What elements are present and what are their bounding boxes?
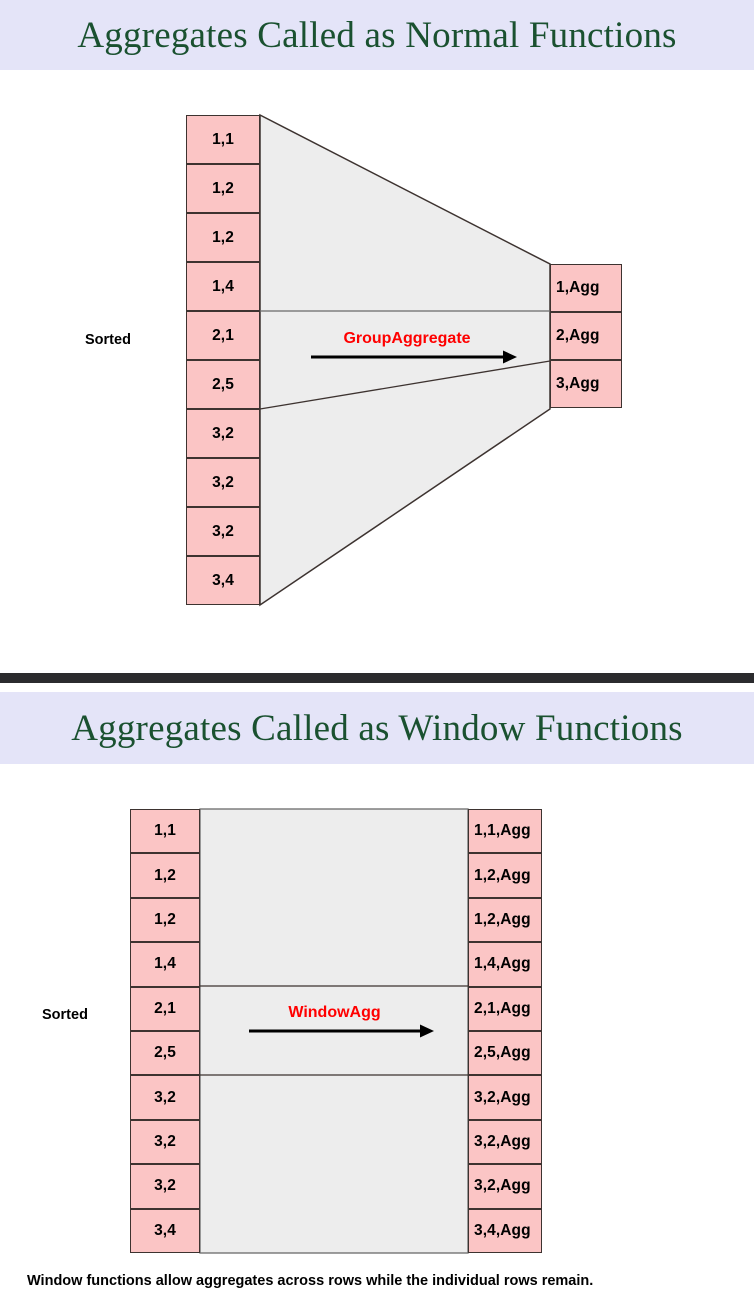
input-row-cell[interactable]: 1,1 [186, 115, 260, 164]
output-row-cell[interactable]: 2,Agg [550, 312, 622, 360]
output-row-cell[interactable]: 3,2,Agg [468, 1164, 542, 1209]
input-row-cell[interactable]: 3,4 [186, 556, 260, 605]
output-row-cell[interactable]: 1,1,Agg [468, 809, 542, 854]
input-row-cell[interactable]: 3,2 [186, 409, 260, 458]
output-row-cell[interactable]: 1,4,Agg [468, 942, 542, 987]
input-row-cell[interactable]: 1,4 [186, 262, 260, 311]
section-title-band-group: Aggregates Called as Normal Functions [0, 0, 754, 70]
operation-label-window: WindowAgg [288, 1004, 381, 1021]
funnel-shape [259, 113, 551, 607]
output-row-cell[interactable]: 2,5,Agg [468, 1031, 542, 1076]
input-row-cell[interactable]: 3,2 [130, 1075, 200, 1120]
output-row-cell[interactable]: 1,2,Agg [468, 853, 542, 898]
group-aggregate-arrow [311, 350, 517, 364]
output-row-cell[interactable]: 3,2,Agg [468, 1075, 542, 1120]
input-row-cell[interactable]: 1,2 [186, 213, 260, 262]
input-row-cell[interactable]: 1,2 [130, 853, 200, 898]
input-row-cell[interactable]: 2,1 [186, 311, 260, 360]
page-title-window: Aggregates Called as Window Functions [71, 707, 683, 749]
output-row-cell[interactable]: 1,2,Agg [468, 897, 542, 943]
output-row-cell[interactable]: 3,Agg [550, 360, 622, 408]
sorted-label-window: Sorted [42, 1007, 88, 1023]
input-row-cell[interactable]: 3,4 [130, 1208, 200, 1253]
input-row-cell[interactable]: 1,4 [130, 942, 200, 987]
sorted-label-group: Sorted [85, 332, 131, 348]
window-agg-arrow [249, 1024, 434, 1038]
section-divider [0, 673, 754, 683]
output-row-cell[interactable]: 3,4,Agg [468, 1208, 542, 1253]
output-row-cell[interactable]: 1,Agg [550, 264, 622, 312]
output-row-cell[interactable]: 3,2,Agg [468, 1119, 542, 1165]
output-row-cell[interactable]: 2,1,Agg [468, 986, 542, 1031]
input-row-cell[interactable]: 1,2 [186, 164, 260, 213]
input-row-cell[interactable]: 2,5 [130, 1031, 200, 1076]
input-row-cell[interactable]: 3,2 [130, 1119, 200, 1165]
window-panel-shape [199, 808, 469, 1254]
input-row-cell[interactable]: 1,2 [130, 897, 200, 943]
input-row-cell[interactable]: 2,1 [130, 986, 200, 1031]
section-title-band-window: Aggregates Called as Window Functions [0, 692, 754, 764]
footer-caption: Window functions allow aggregates across… [27, 1273, 594, 1289]
page-title-group: Aggregates Called as Normal Functions [77, 14, 677, 56]
input-row-cell[interactable]: 3,2 [186, 458, 260, 507]
group-divider-2 [259, 360, 551, 410]
input-row-cell[interactable]: 3,2 [130, 1164, 200, 1209]
input-row-cell[interactable]: 3,2 [186, 507, 260, 556]
input-row-cell[interactable]: 2,5 [186, 360, 260, 409]
input-row-cell[interactable]: 1,1 [130, 809, 200, 854]
operation-label-group: GroupAggregate [343, 330, 471, 347]
